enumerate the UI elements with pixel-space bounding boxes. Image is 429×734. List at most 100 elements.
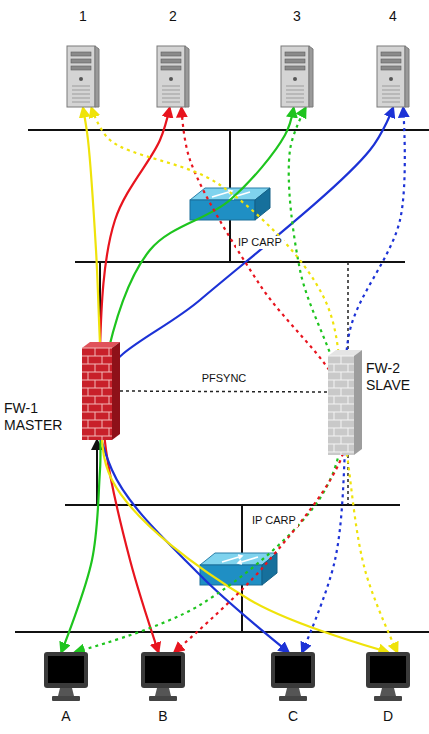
drive-bay — [71, 66, 91, 70]
node-label: D — [383, 708, 393, 725]
drive-bay — [71, 59, 91, 63]
client-node: D — [365, 652, 411, 725]
brick-joint — [95, 380, 96, 388]
server-side — [405, 46, 409, 107]
brick-joint — [334, 396, 335, 404]
drive-bay — [381, 66, 401, 70]
vent-slot — [72, 90, 90, 91]
network-bus — [15, 631, 429, 633]
server-side — [185, 46, 189, 107]
brick-joint — [348, 364, 349, 372]
server-side — [95, 46, 99, 107]
brick-joint — [348, 444, 349, 452]
brick-joint — [109, 348, 110, 356]
drive-bay — [161, 52, 181, 56]
brick-joint — [328, 412, 354, 413]
brick-joint — [88, 420, 89, 428]
vent-slot — [382, 102, 400, 103]
vent-slot — [162, 102, 180, 103]
brick-joint — [82, 372, 112, 373]
traffic-flow — [75, 108, 342, 652]
brick-joint — [334, 428, 335, 436]
monitor-icon — [366, 652, 410, 702]
server-side — [309, 46, 313, 107]
client-node: C — [270, 652, 316, 725]
drive-bay — [381, 52, 401, 56]
brick-joint — [95, 396, 96, 404]
traffic-flow — [175, 108, 348, 652]
drive-bay — [285, 52, 305, 56]
vent-slot — [162, 86, 180, 87]
brick-joint — [82, 420, 112, 421]
server-node: 3 — [280, 8, 314, 108]
vent-slot — [72, 98, 90, 99]
server-body — [157, 46, 185, 107]
traffic-flow — [83, 108, 388, 652]
vent-slot — [382, 98, 400, 99]
power-button — [293, 77, 297, 81]
monitor-screen — [48, 656, 84, 683]
node-label: C — [288, 708, 298, 725]
network-switch — [222, 555, 258, 564]
brick-joint — [334, 380, 335, 388]
firewall-icon — [82, 342, 120, 440]
brick-joint — [341, 436, 342, 444]
monitor-stand — [155, 688, 171, 696]
monitor-frame — [44, 652, 88, 688]
monitor-screen — [370, 656, 406, 683]
monitor-base — [374, 696, 402, 701]
monitor-base — [149, 696, 177, 701]
brick-joint — [348, 396, 349, 404]
firewall-icon — [328, 350, 362, 455]
vent-slot — [286, 94, 304, 95]
brick-joint — [102, 404, 103, 412]
brick-joint — [341, 372, 342, 380]
firewall-front — [328, 356, 354, 455]
traffic-flow — [61, 108, 293, 652]
drive-bay — [161, 66, 181, 70]
server-icon — [280, 45, 314, 108]
node-label: A — [61, 708, 70, 725]
brick-joint — [88, 356, 89, 364]
monitor-stand — [58, 688, 74, 696]
firewall-front — [82, 348, 112, 440]
client-node: B — [140, 652, 186, 725]
vent-slot — [162, 98, 180, 99]
monitor-icon — [271, 652, 315, 702]
drive-bay — [285, 59, 305, 63]
brick-joint — [334, 444, 335, 452]
traffic-flow — [97, 108, 393, 652]
brick-joint — [82, 436, 112, 437]
firewall-side — [354, 350, 362, 455]
server-icon — [156, 45, 190, 108]
brick-joint — [95, 364, 96, 372]
firewall-label: FW-2 SLAVE — [366, 360, 428, 394]
monitor-frame — [271, 652, 315, 688]
brick-joint — [328, 396, 354, 397]
brick-joint — [109, 428, 110, 436]
drive-bay — [381, 59, 401, 63]
drive-bay — [71, 52, 91, 56]
server-body — [67, 46, 95, 107]
brick-joint — [341, 420, 342, 428]
node-label: B — [158, 708, 167, 725]
server-body — [377, 46, 405, 107]
brick-joint — [95, 428, 96, 436]
traffic-flow — [92, 108, 398, 652]
brick-joint — [109, 396, 110, 404]
server-node: 1 — [66, 8, 100, 108]
vent-slot — [382, 86, 400, 87]
network-switch — [212, 190, 250, 199]
brick-joint — [102, 388, 103, 396]
power-button — [389, 77, 393, 81]
monitor-base — [52, 696, 80, 701]
brick-joint — [109, 380, 110, 388]
brick-joint — [348, 380, 349, 388]
monitor-screen — [145, 656, 181, 683]
monitor-icon — [141, 652, 185, 702]
vent-slot — [286, 90, 304, 91]
monitor-icon — [44, 652, 88, 702]
drive-bay — [161, 59, 181, 63]
